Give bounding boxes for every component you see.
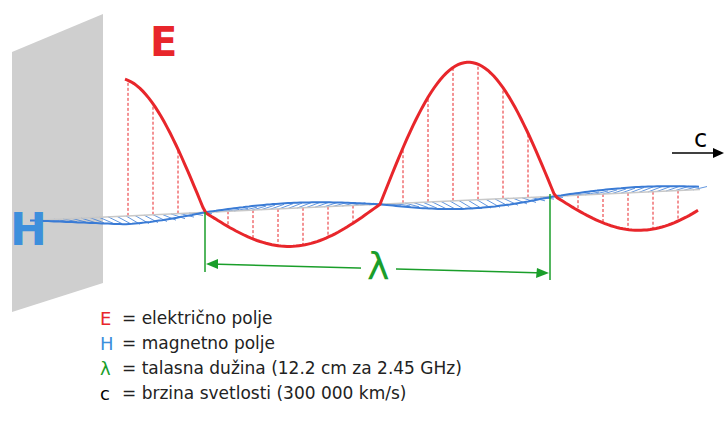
legend-symbol: E [100, 309, 111, 329]
hatch-stroke [478, 64, 479, 200]
hatch-stroke [603, 194, 604, 223]
hatch-stroke [503, 88, 504, 199]
hatch-stroke [303, 208, 304, 245]
legend-text: = električno polje [122, 309, 273, 328]
legend-text: = brzina svetlosti (300 000 km/s) [122, 384, 406, 403]
hatch-stroke [153, 104, 154, 215]
hatch-stroke [178, 149, 179, 213]
legend-text: = talasna dužina (12.2 cm za 2.45 GHz) [122, 359, 462, 378]
hatch-stroke [453, 68, 454, 201]
hatch-stroke [653, 192, 654, 229]
hatch-stroke [228, 211, 229, 226]
hatch-stroke [678, 191, 679, 222]
legend-symbol: λ [100, 359, 111, 379]
wave-letter-h: H [10, 206, 47, 254]
hatch-stroke [628, 193, 629, 230]
legend-text: = magnetno polje [122, 334, 275, 353]
wavelength-symbol: λ [361, 246, 396, 288]
hatch-stroke [253, 210, 254, 239]
hatch-stroke [328, 207, 329, 238]
hatch-stroke [278, 209, 279, 246]
speed-letter: c [694, 126, 707, 152]
magnetic-wave [30, 186, 699, 224]
hatch-stroke [128, 80, 129, 216]
hatch-stroke [403, 148, 404, 203]
legend-symbol: c [100, 384, 110, 404]
hatch-stroke [428, 97, 429, 202]
hatch-stroke [528, 133, 529, 197]
hatch-stroke [353, 206, 354, 224]
hatch-stroke [578, 195, 579, 210]
source-plane [12, 14, 103, 312]
wave-letter-e: E [150, 20, 177, 64]
electric-wave [125, 62, 698, 246]
legend-symbol: H [100, 334, 114, 354]
